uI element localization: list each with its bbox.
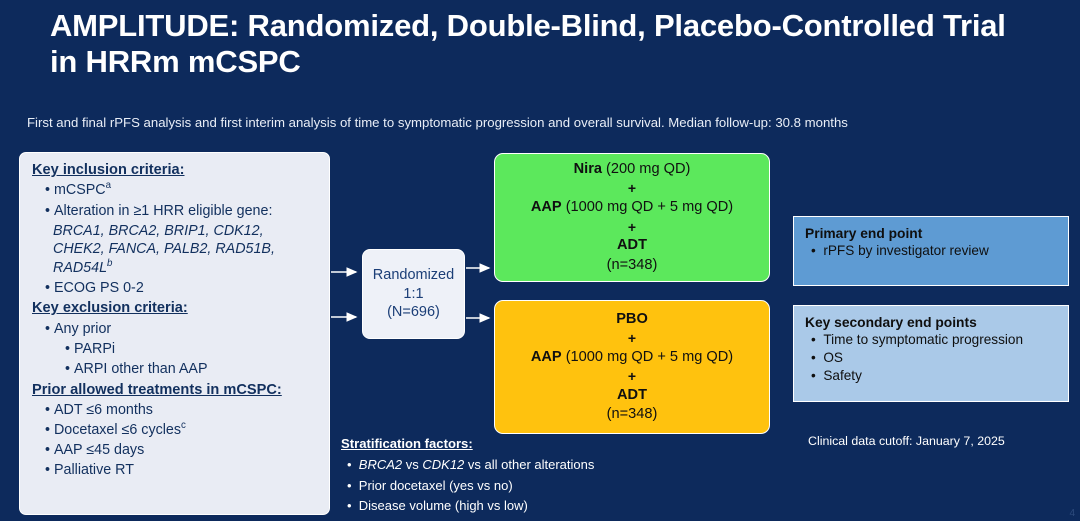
- prior-item-palliative-rt: • Palliative RT: [45, 462, 134, 479]
- secondary-endpoint-item-os-label: OS: [823, 349, 843, 365]
- exclusion-subitem-arpi-label: ARPI other than AAP: [73, 361, 208, 378]
- experimental-arm-drug2-name: AAP: [530, 199, 562, 216]
- experimental-arm-drug1-dose: (200 mg QD): [606, 161, 691, 178]
- experimental-arm-drug3: ADT: [617, 236, 647, 255]
- prior-item-aap: • AAP ≤45 days: [45, 442, 145, 459]
- stratification-item-docetaxel-label: Prior docetaxel (yes vs no): [358, 477, 513, 493]
- prior-item-aap-label: AAP ≤45 days: [53, 442, 145, 459]
- prior-item-palliative-rt-label: Palliative RT: [53, 462, 134, 479]
- secondary-endpoint-item-os: • OS: [811, 349, 843, 365]
- control-arm-drug1-name: PBO: [616, 310, 648, 327]
- control-arm-drug2-dose: (1000 mg QD + 5 mg QD): [565, 348, 734, 365]
- prior-item-docetaxel-label: Docetaxel ≤6 cycles: [53, 422, 182, 439]
- exclusion-subitem-arpi: • ARPI other than AAP: [65, 361, 208, 378]
- inclusion-item-ecog: • ECOG PS 0-2: [45, 279, 144, 296]
- footnote-marker-a: a: [105, 180, 112, 192]
- control-arm-drug2: AAP (1000 mg QD + 5 mg QD): [531, 348, 733, 367]
- inclusion-criteria-heading: Key inclusion criteria:: [32, 162, 185, 178]
- stratification-item-genes-mid: vs: [402, 456, 423, 472]
- secondary-endpoint-item-ttsp-label: Time to symptomatic progression: [823, 332, 1024, 348]
- randomization-box: Randomized 1:1 (N=696): [362, 249, 465, 339]
- exclusion-subitem-parpi-label: PARPi: [73, 340, 116, 357]
- experimental-arm-drug3-name: ADT: [617, 237, 647, 254]
- control-arm-drug1: PBO: [616, 310, 648, 329]
- inclusion-item-hrr-gene-label: Alteration in ≥1 HRR eligible gene:: [53, 202, 273, 219]
- prior-item-adt-label: ADT ≤6 months: [53, 402, 153, 419]
- exclusion-item-any-prior: • Any prior: [45, 320, 112, 337]
- stratification-item-genes: • BRCA2 vs CDK12 vs all other alteration…: [347, 456, 595, 472]
- exclusion-item-any-prior-label: Any prior: [53, 320, 112, 337]
- control-arm-drug2-name: AAP: [530, 348, 562, 365]
- prior-item-adt: • ADT ≤6 months: [45, 402, 153, 419]
- randomization-ratio: 1:1: [403, 285, 424, 302]
- control-arm-plus-1: +: [627, 329, 637, 346]
- footnote-marker-c: c: [181, 420, 186, 432]
- secondary-endpoints-title: Key secondary end points: [805, 315, 977, 330]
- primary-endpoint-title: Primary end point: [805, 226, 923, 241]
- page-subtitle: First and final rPFS analysis and first …: [27, 115, 848, 130]
- control-arm-box: PBO + AAP (1000 mg QD + 5 mg QD) + ADT (…: [494, 300, 770, 434]
- experimental-arm-n: (n=348): [606, 256, 658, 273]
- control-arm-plus-2: +: [627, 368, 637, 384]
- inclusion-item-mcspc: • mCSPCa: [45, 180, 112, 199]
- inclusion-item-ecog-label: ECOG PS 0-2: [53, 279, 144, 296]
- stratification-item-docetaxel: • Prior docetaxel (yes vs no): [347, 477, 513, 493]
- inclusion-item-mcspc-label: mCSPC: [53, 182, 106, 199]
- prior-item-docetaxel: • Docetaxel ≤6 cyclesc: [45, 420, 186, 439]
- experimental-arm-box: Nira (200 mg QD) + AAP (1000 mg QD + 5 m…: [494, 153, 770, 282]
- page-title: AMPLITUDE: Randomized, Double-Blind, Pla…: [50, 8, 1006, 80]
- gene-list-line-1: BRCA1, BRCA2, BRIP1, CDK12,: [53, 222, 264, 239]
- primary-endpoint-item-label: rPFS by investigator review: [823, 243, 989, 259]
- stratification-item-disease-volume: • Disease volume (high vs low): [347, 498, 528, 514]
- experimental-arm-drug2: AAP (1000 mg QD + 5 mg QD): [531, 198, 733, 217]
- gene-list-line-3: RAD54Lb: [53, 259, 319, 278]
- stratification-gene-brca2: BRCA2: [358, 456, 403, 472]
- page-number: 4: [1069, 508, 1075, 519]
- primary-endpoint-item: • rPFS by investigator review: [811, 243, 989, 259]
- clinical-data-cutoff: Clinical data cutoff: January 7, 2025: [808, 434, 1005, 448]
- exclusion-criteria-heading: Key exclusion criteria:: [32, 300, 188, 317]
- stratification-item-disease-volume-label: Disease volume (high vs low): [358, 498, 528, 514]
- secondary-endpoint-item-safety: • Safety: [811, 367, 862, 383]
- gene-list-line-2: CHEK2, FANCA, PALB2, RAD51B,: [53, 241, 275, 258]
- inclusion-item-hrr-gene: • Alteration in ≥1 HRR eligible gene:: [45, 202, 273, 219]
- control-arm-n: (n=348): [606, 406, 658, 423]
- control-arm-drug3-name: ADT: [617, 386, 647, 403]
- randomization-line-1: Randomized: [372, 267, 455, 284]
- control-arm-drug3: ADT: [617, 386, 647, 405]
- experimental-arm-drug2-dose: (1000 mg QD + 5 mg QD): [565, 199, 734, 216]
- experimental-arm-plus-1: +: [627, 180, 637, 197]
- experimental-arm-drug1: Nira (200 mg QD): [574, 160, 691, 179]
- stratification-heading: Stratification factors:: [341, 436, 473, 451]
- secondary-endpoints-box: Key secondary end points • Time to sympt…: [793, 305, 1069, 402]
- prior-treatments-heading: Prior allowed treatments in mCSPC:: [32, 381, 282, 398]
- gene-list-line-3-label: RAD54L: [53, 259, 108, 276]
- experimental-arm-drug1-name: Nira: [573, 161, 602, 178]
- experimental-arm-plus-2: +: [627, 218, 637, 235]
- randomization-total-n: (N=696): [387, 304, 440, 321]
- footnote-marker-b: b: [107, 258, 113, 270]
- stratification-item-genes-tail: vs all other alterations: [464, 456, 595, 472]
- stratification-factors: Stratification factors: • BRCA2 vs CDK12…: [341, 435, 741, 518]
- exclusion-subitem-parpi: • PARPi: [65, 340, 116, 357]
- secondary-endpoint-item-safety-label: Safety: [823, 367, 862, 383]
- eligibility-criteria-box: Key inclusion criteria: • mCSPCa • Alter…: [19, 152, 330, 515]
- primary-endpoint-box: Primary end point • rPFS by investigator…: [793, 216, 1069, 286]
- stratification-gene-cdk12: CDK12: [422, 456, 465, 472]
- secondary-endpoint-item-ttsp: • Time to symptomatic progression: [811, 332, 1024, 348]
